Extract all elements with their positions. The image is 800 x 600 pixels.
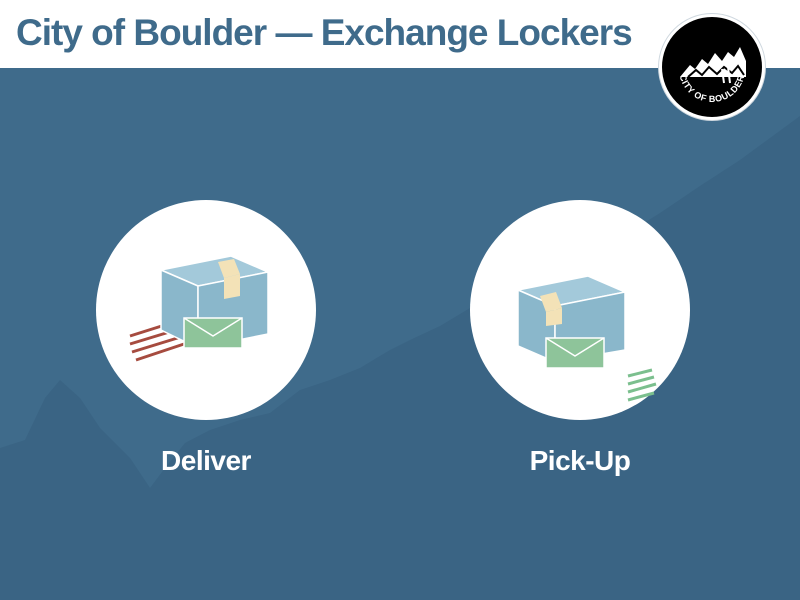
envelope-icon	[183, 317, 243, 349]
deliver-button[interactable]	[96, 200, 316, 420]
package-envelope-icon	[129, 255, 271, 362]
deliver-label[interactable]: Deliver	[161, 445, 251, 476]
header-bar: City of Boulder — Exchange Lockers	[0, 0, 800, 68]
pickup-label[interactable]: Pick-Up	[529, 445, 631, 476]
logo-ring-text: CITY OF BOULDER	[678, 73, 746, 104]
envelope-icon	[545, 337, 605, 369]
mountain-silhouette	[0, 116, 800, 600]
pickup-button[interactable]	[470, 200, 690, 420]
svg-text:CITY OF BOULDER: CITY OF BOULDER	[678, 73, 747, 104]
city-of-boulder-logo: CITY OF BOULDER	[659, 14, 765, 120]
package-envelope-icon	[515, 275, 657, 402]
stripes-icon	[627, 368, 657, 402]
page-title: City of Boulder — Exchange Lockers	[16, 12, 633, 53]
stripes-icon	[129, 322, 191, 362]
